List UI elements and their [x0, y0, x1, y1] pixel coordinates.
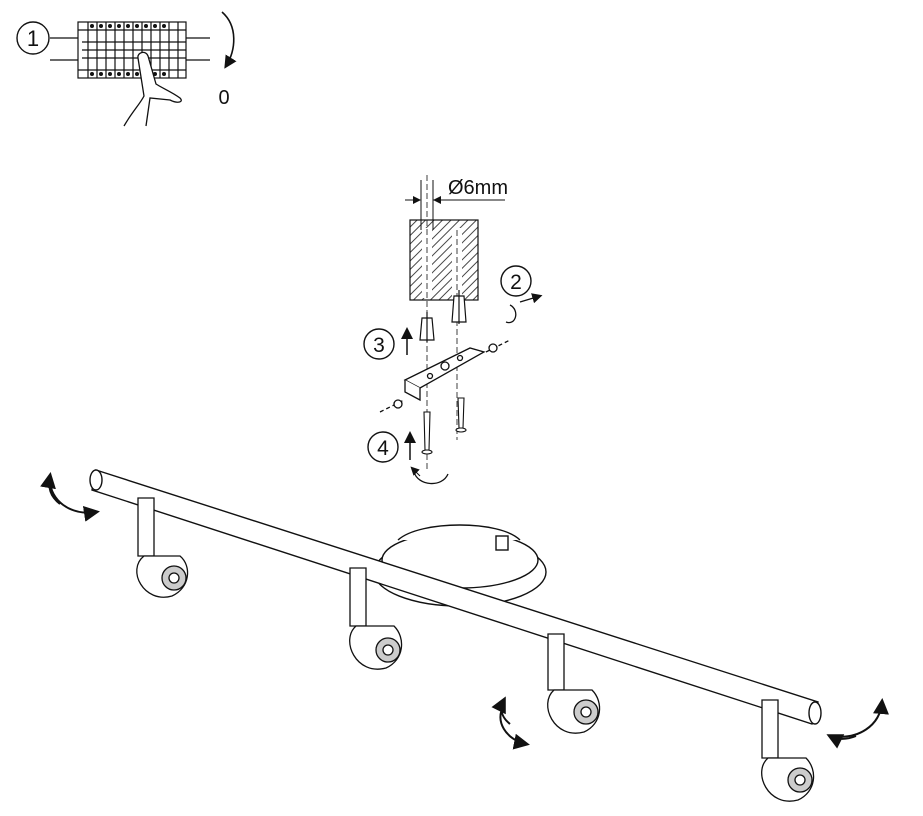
step-3-number: 3 — [373, 334, 385, 357]
step-1-number: 1 — [27, 26, 39, 51]
track-bar — [89, 469, 822, 725]
step-4-badge: 4 — [367, 431, 416, 463]
spotlight-3 — [547, 633, 601, 734]
spotlight-4 — [761, 699, 815, 802]
screws — [410, 397, 467, 485]
step-4-number: 4 — [377, 437, 389, 460]
step-1-badge: 1 — [16, 21, 50, 55]
terminal-block — [50, 21, 210, 79]
switch-off-label: 0 — [218, 87, 229, 109]
drill-diameter-label: Ø6mm — [448, 177, 508, 199]
rotation-arrows — [40, 472, 889, 750]
hand-icon — [123, 51, 182, 127]
step-2-badge: 2 — [500, 265, 543, 324]
drill-diameter-dimension: Ø6mm — [405, 177, 508, 230]
switch-off-arrow — [221, 11, 237, 69]
step-3-badge: 3 — [363, 327, 413, 360]
spotlight-1 — [136, 497, 189, 598]
step-2-number: 2 — [510, 271, 522, 294]
mounting-bracket — [379, 339, 511, 413]
ceiling-section — [409, 175, 479, 470]
step-1-switch-off: 1 — [16, 11, 237, 127]
spotlight-2 — [349, 567, 403, 670]
wall-plugs — [419, 290, 467, 342]
